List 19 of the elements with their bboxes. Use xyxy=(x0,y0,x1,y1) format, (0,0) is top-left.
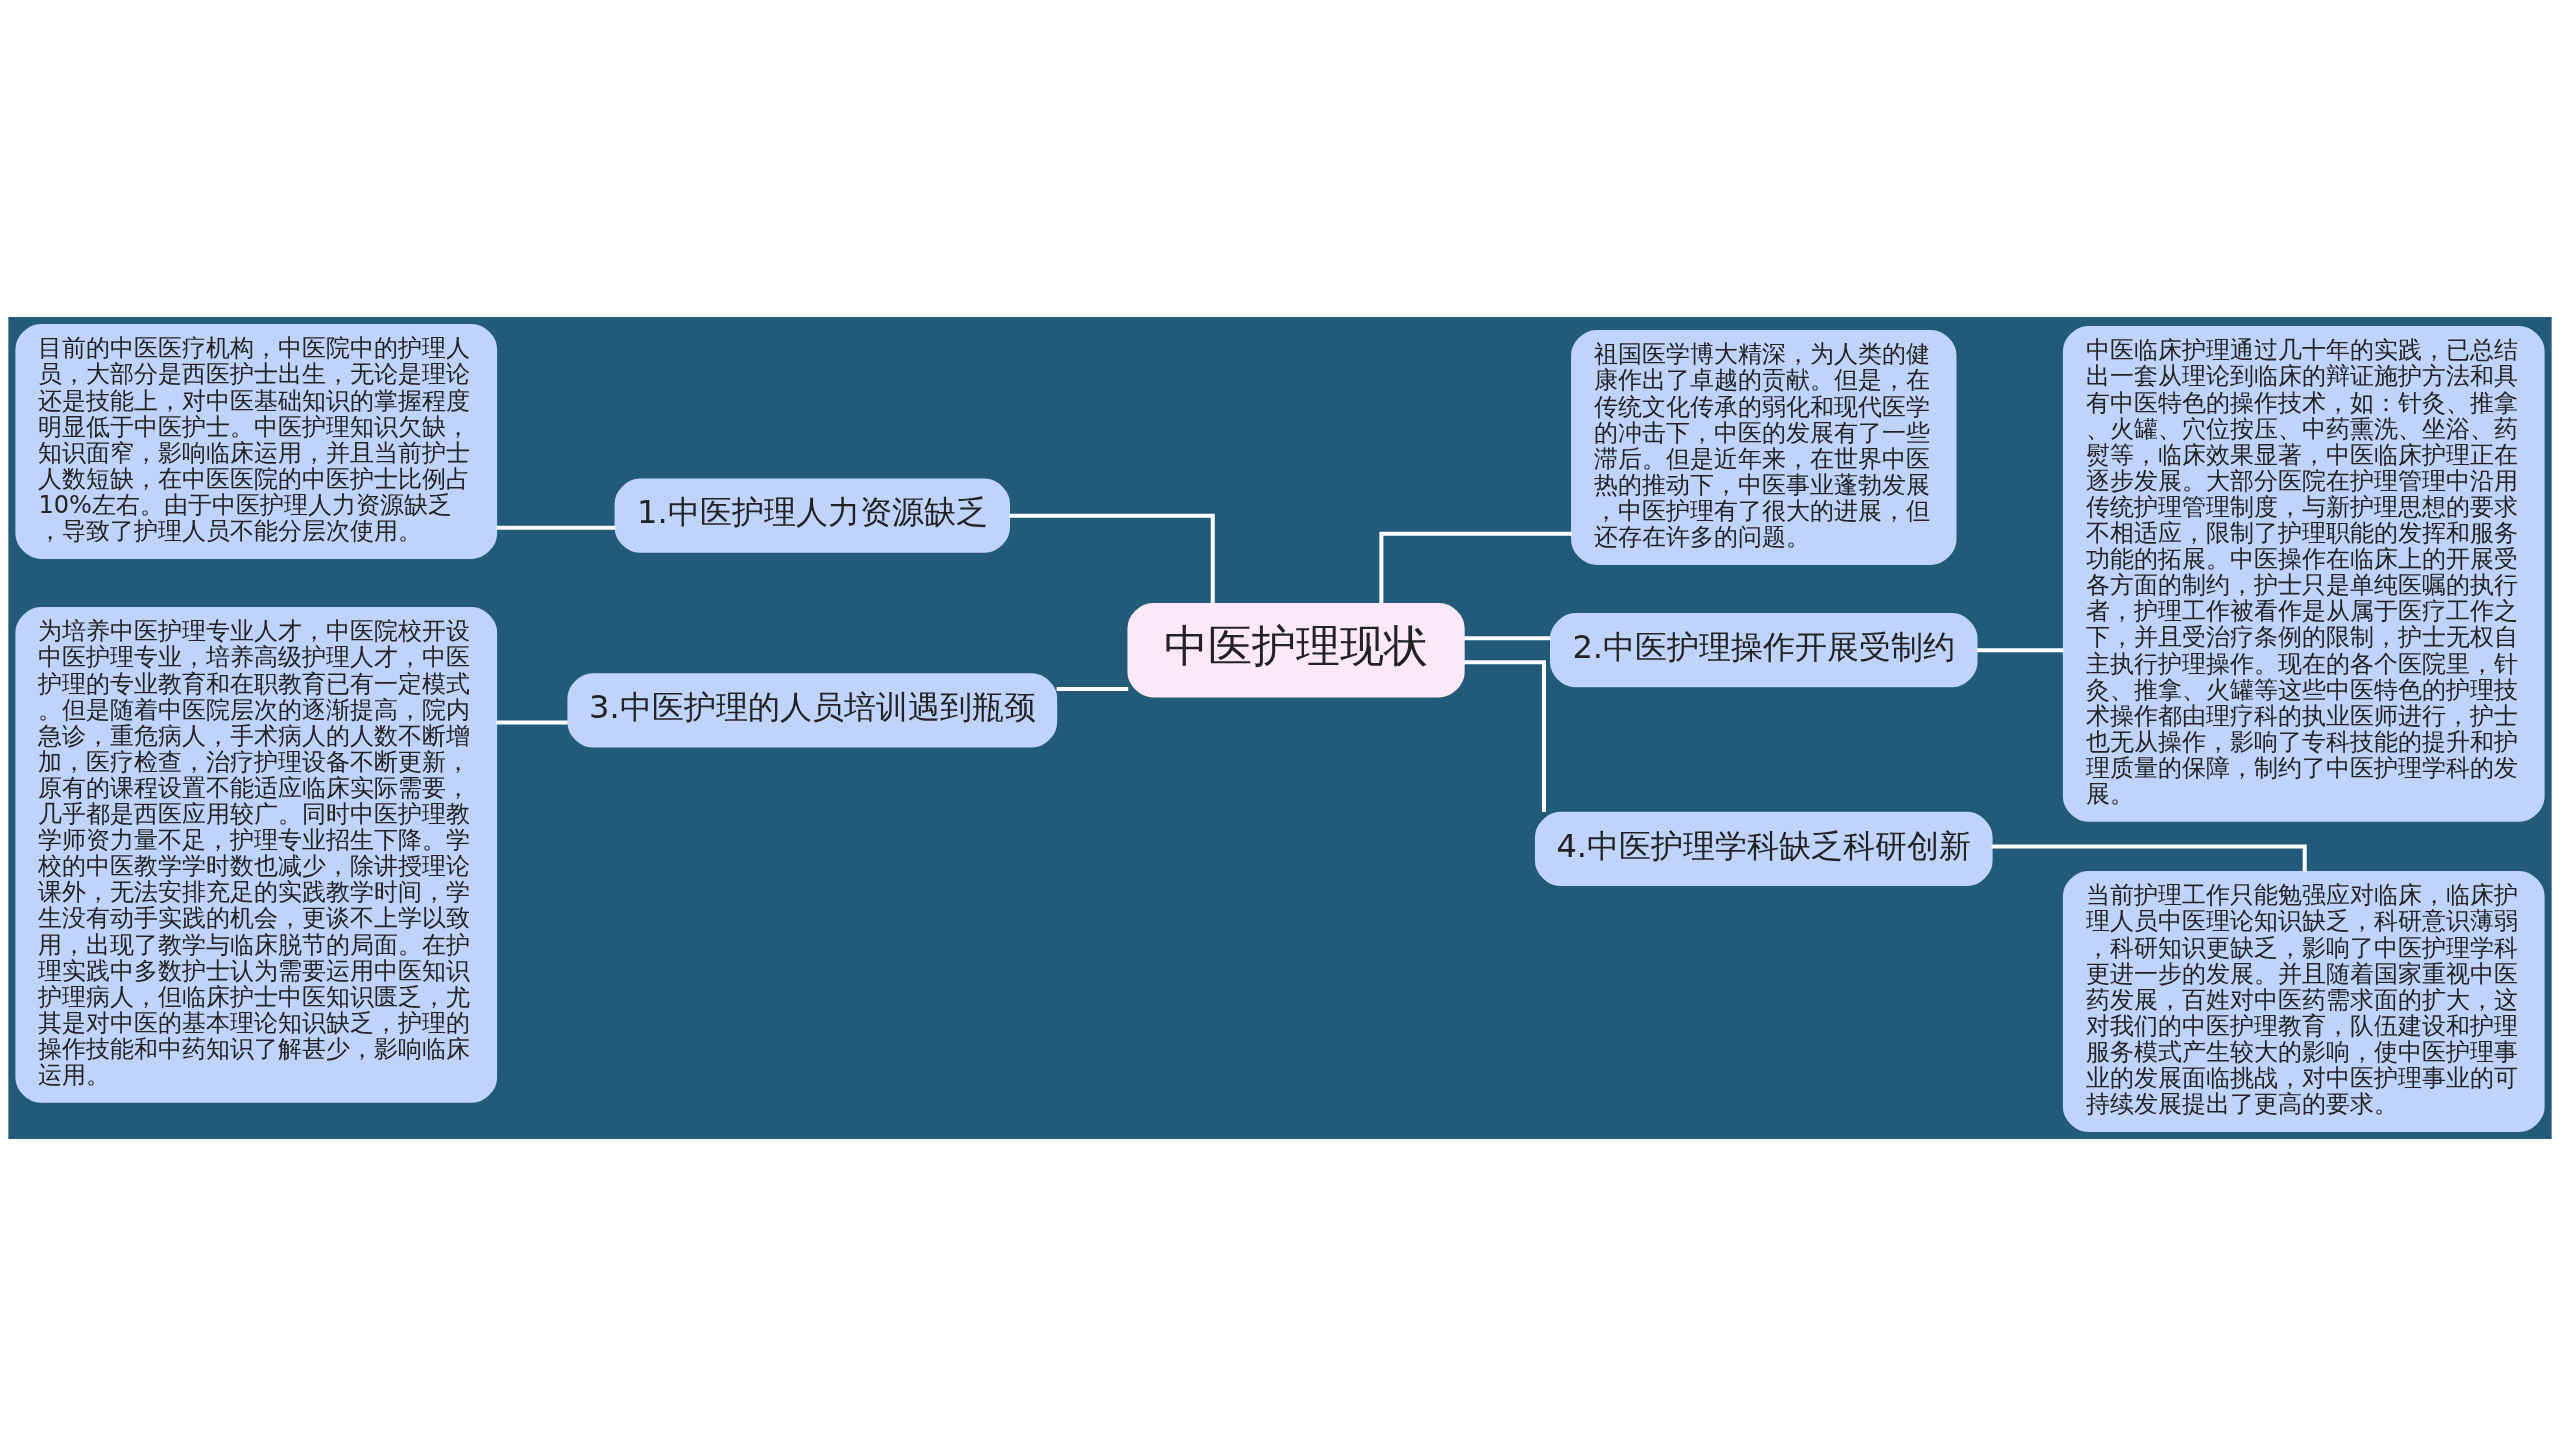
connector xyxy=(496,525,616,530)
connector xyxy=(1991,843,2307,871)
node-box: 目前的中医医疗机构，中医院中的护理人员，大部分是西医护士出生，无论是理论还是技能上，对中医基础知识的掌握程度明显低于中医护士。中医护理知识欠缺，知识面窄，影响临床运用，并且当前护士人数短缺，在中医医院的中医护士比例占10%左右。由于中医护理人力资源缺乏，导致了护理人员不能分层次使用。 xyxy=(15,323,498,559)
node-box: 中医护理现状 xyxy=(1127,602,1465,697)
connector xyxy=(1379,531,1572,604)
connector xyxy=(1464,659,1546,812)
node-box: 祖国医学博大精深，为人类的健康作出了卓越的贡献。但是，在传统文化传承的弱化和现代医学的冲击下，中医的发展有了一些滞后。但是近年来，在世界中医热的推动下，中医事业蓬勃发展，中医护理有了很大的进展，但还存在许多的问题。 xyxy=(1571,329,1957,565)
node-box: 1.中医护理人力资源缺乏 xyxy=(614,478,1010,553)
node-box: 当前护理工作只能勉强应对临床，临床护理人员中医理论知识缺乏，科研意识薄弱，科研知识更缺乏，影响了中医护理学科更进一步的发展。并且随着国家重视中医药发展，百姓对中医药需求面的扩大，这对我们的中医护理教育，队伍建设和护理服务模式产生较大的影响，使中医护理事业的发展面临挑战，对中医护理事业的可持续发展提出了更高的要求。 xyxy=(2062,870,2545,1132)
node-box: 4.中医护理学科缺乏科研创新 xyxy=(1534,811,1993,886)
node-box: 2.中医护理操作开展受制约 xyxy=(1550,612,1978,687)
connector xyxy=(1009,513,1215,604)
node-box: 3.中医护理的人员培训遇到瓶颈 xyxy=(567,672,1058,748)
connector xyxy=(496,719,568,724)
node-box: 中医临床护理通过几十年的实践，已总结出一套从理论到临床的辩证施护方法和具有中医特色的操作技术，如：针灸、推拿、火罐、穴位按压、中药熏洗、坐浴、药熨等，临床效果显著，中医临床护理正在逐步发展。大部分医院在护理管理中沿用传统护理管理制度，与新护理思想的要求不相适应，限制了护理职能的发挥和服务功能的拓展。中医操作在临床上的开展受各方面的制约，护士只是单纯医嘱的执行者，护理工作被看作是从属于医疗工作之下，并且受治疗条例的限制，护士无权自主执行护理操作。现在的各个医院里，针灸、推拿、火罐等这些中医特色的护理技术操作都由理疗科的执业医师进行，护士也无从操作，影响了专科技能的提升和护理质量的保障，制约了中医护理学科的发展。 xyxy=(2062,325,2545,822)
connector xyxy=(1977,647,2064,652)
node-box: 为培养中医护理专业人才，中医院校开设中医护理专业，培养高级护理人才，中医护理的专业教育和在职教育已有一定模式。但是随着中医院层次的逐渐提高，院内急诊，重危病人，手术病人的人数不断增加，医疗检查，治疗护理设备不断更新，原有的课程设置不能适应临床实际需要，几乎都是西医应用较广。同时中医护理教学师资力量不足，护理专业招生下降。学校的中医教学学时数也减少，除讲授理论课外，无法安排充足的实践教学时间，学生没有动手实践的机会，更谈不上学以致用，出现了教学与临床脱节的局面。在护理实践中多数护士认为需要运用中医知识护理病人，但临床护士中医知识匮乏，尤其是对中医的基本理论知识缺乏，护理的操作技能和中药知识了解甚少，影响临床运用。 xyxy=(15,606,498,1103)
connector xyxy=(1464,635,1551,640)
connector xyxy=(1056,686,1129,691)
